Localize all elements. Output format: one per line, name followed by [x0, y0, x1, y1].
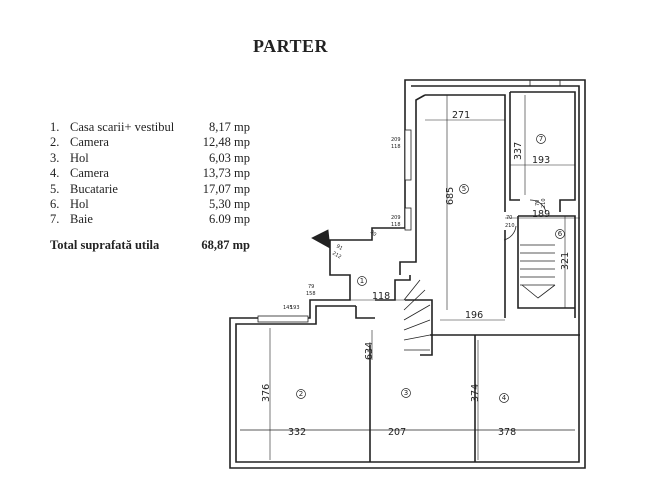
- dim-337: 337: [513, 142, 524, 160]
- room-area: 6.09 mp: [209, 212, 250, 227]
- window-width: 209: [391, 137, 401, 143]
- window-width: 209: [391, 215, 401, 221]
- dim-189: 189: [532, 209, 550, 220]
- dimension-lines: [269, 95, 580, 460]
- dim-193: 193: [532, 155, 550, 166]
- door-height: 210: [541, 198, 547, 208]
- room-marker-circles: [296, 134, 565, 403]
- dim-685: 685: [445, 187, 456, 205]
- windows: [257, 80, 561, 323]
- dim-374: 374: [470, 384, 481, 402]
- room-marker-2: 2: [299, 390, 303, 398]
- door-width: 70: [535, 200, 541, 206]
- legend-row: 5. Bucatarie 17,07 mp: [50, 182, 250, 197]
- stairs: [403, 244, 556, 351]
- room-marker-6: 6: [558, 230, 563, 238]
- room-number: 7.: [50, 212, 60, 227]
- room-number: 6.: [50, 197, 60, 212]
- room-area: 13,73 mp: [202, 166, 250, 181]
- room-marker-4: 4: [502, 394, 507, 402]
- legend-row: 3. Hol 6,03 mp: [50, 151, 250, 166]
- room-area: 8,17 mp: [209, 120, 250, 134]
- room-name: Camera: [70, 166, 109, 181]
- dim-332: 332: [288, 427, 306, 438]
- total-area: 68,87 mp: [201, 237, 250, 252]
- dim-118: 118: [372, 291, 390, 302]
- room-name: Hol: [70, 150, 89, 165]
- dim-378: 378: [498, 427, 516, 438]
- page-title: PARTER: [253, 36, 329, 56]
- legend-row: 1. Casa scarii+ vestibul 8,17 mp: [50, 120, 250, 135]
- legend-row: 4. Camera 13,73 mp: [50, 166, 250, 181]
- dim-196: 196: [465, 310, 483, 321]
- room-marker-3: 3: [404, 389, 408, 397]
- dim-634: 634: [364, 342, 375, 360]
- room-name: Bucatarie: [70, 181, 118, 196]
- room-name: Casa scarii+ vestibul: [70, 120, 175, 134]
- legend-row: 6. Hol 5,30 mp: [50, 197, 250, 212]
- legend-total: Total suprafată utila 68,87 mp: [50, 238, 250, 253]
- window-height: 158: [306, 291, 316, 297]
- room-area: 5,30 mp: [209, 197, 250, 212]
- doors: [311, 199, 547, 249]
- room-name: Hol: [70, 197, 89, 212]
- room-marker-5: 5: [462, 185, 466, 193]
- room-number: 4.: [50, 166, 60, 181]
- room-name: Baie: [70, 212, 93, 227]
- room-number: 3.: [50, 150, 60, 165]
- dim-376: 376: [261, 384, 272, 402]
- window-height: 118: [391, 222, 401, 228]
- door-width: 90: [369, 229, 378, 238]
- room-number: 2.: [50, 135, 60, 150]
- room-area: 12,48 mp: [202, 135, 250, 150]
- door-width: 91: [335, 244, 344, 252]
- window-width: 145: [283, 305, 293, 311]
- room-number: 1.: [50, 120, 60, 134]
- dim-207: 207: [388, 427, 406, 438]
- window-height: 193: [290, 305, 300, 311]
- door-height: 210: [505, 223, 515, 229]
- dim-321: 321: [560, 252, 571, 270]
- dim-271: 271: [452, 110, 470, 121]
- door-height: 212: [331, 251, 342, 261]
- room-number: 5.: [50, 181, 60, 196]
- window-width: 79: [308, 284, 314, 290]
- legend-row: 2. Camera 12,48 mp: [50, 135, 250, 150]
- room-marker-7: 7: [539, 135, 543, 143]
- total-label: Total suprafată utila: [50, 237, 160, 252]
- room-name: Camera: [70, 135, 109, 150]
- room-area: 17,07 mp: [202, 181, 250, 196]
- window-height: 118: [391, 144, 401, 150]
- room-marker-1: 1: [360, 277, 364, 285]
- door-width: 70: [506, 215, 512, 221]
- room-area: 6,03 mp: [209, 150, 250, 165]
- legend-row: 7. Baie 6.09 mp: [50, 212, 250, 227]
